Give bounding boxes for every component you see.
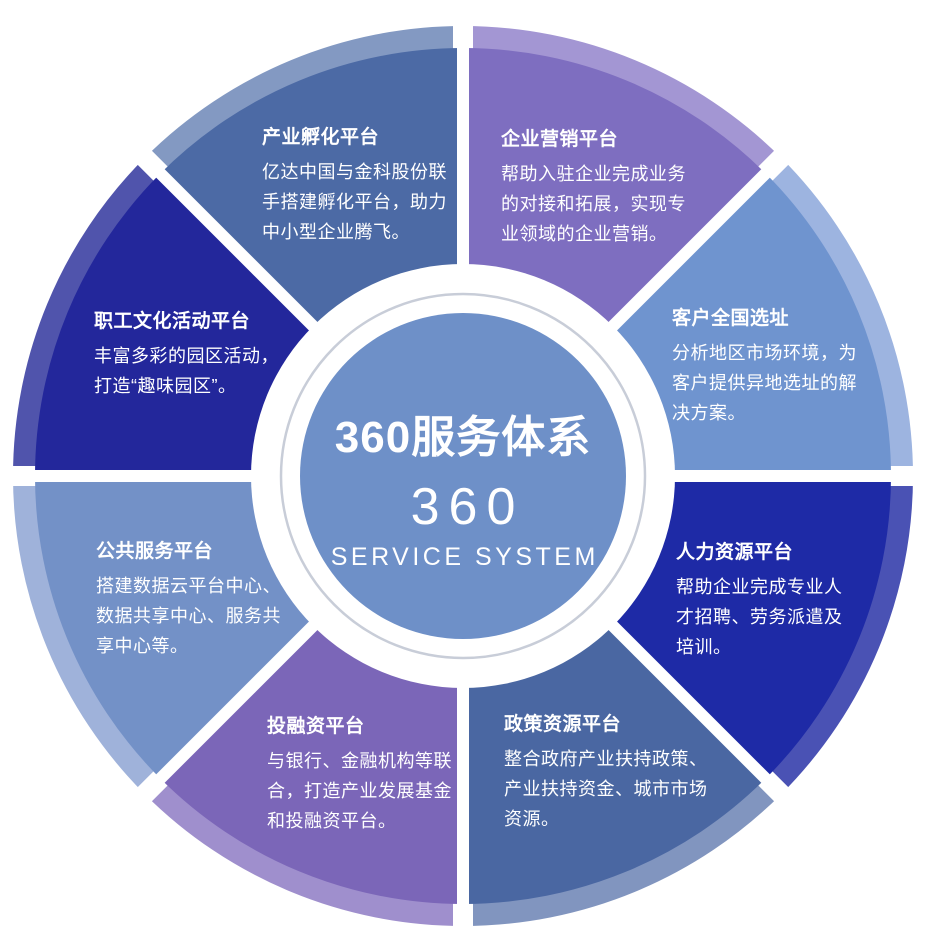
sector-description: 搭建数据云平台中心、 数据共享中心、服务共 享中心等。: [96, 576, 281, 656]
sector-staff-culture-label: 职工文化活动平台 丰富多彩的园区活动， 打造“趣味园区”。: [94, 306, 279, 401]
sector-staff-culture-wedge: [35, 173, 318, 476]
center-title: 360服务体系: [334, 413, 592, 462]
sector-description: 帮助企业完成专业人 才招聘、劳务派遣及 培训。: [676, 577, 843, 657]
sector-divider-lines: [0, 6, 929, 943]
center-disc: [300, 313, 626, 639]
sector-national-site-selection-label: 客户全国选址 分析地区市场环境，为 客户提供异地选址的解 决方案。: [672, 303, 857, 428]
sector-title: 政策资源平台: [504, 714, 622, 735]
sector-description: 整合政府产业扶持政策、 产业扶持资金、城市市场 资源。: [504, 749, 708, 829]
sector-description: 分析地区市场环境，为 客户提供异地选址的解 决方案。: [672, 343, 857, 423]
sector-industry-incubation-label: 产业孵化平台 亿达中国与金科股份联 手搭建孵化平台，助力 中小型企业腾飞。: [262, 122, 447, 247]
sector-investment-financing-label: 投融资平台 与银行、金融机构等联 合，打造产业发展基金 和投融资平台。: [267, 711, 452, 836]
sector-description: 丰富多彩的园区活动， 打造“趣味园区”。: [94, 346, 279, 396]
sector-human-resources-wedge: [608, 476, 891, 779]
sector-public-services-wedge: [35, 476, 318, 779]
center-hub-label: 360服务体系 360 SERVICE SYSTEM: [327, 401, 599, 572]
sector-title: 公共服务平台: [96, 541, 214, 562]
sector-description: 与银行、金融机构等联 合，打造产业发展基金 和投融资平台。: [267, 751, 452, 831]
sector-title: 人力资源平台: [676, 542, 794, 563]
sector-investment-financing-wedge: [160, 621, 463, 904]
sector-title: 投融资平台: [267, 716, 365, 737]
sector-description: 帮助入驻企业完成业务 的对接和拓展，实现专 业领域的企业营销。: [501, 164, 686, 244]
sector-title: 企业营销平台: [501, 129, 619, 150]
sector-enterprise-marketing-label: 企业营销平台 帮助入驻企业完成业务 的对接和拓展，实现专 业领域的企业营销。: [501, 124, 686, 249]
sector-human-resources-label: 人力资源平台 帮助企业完成专业人 才招聘、劳务派遣及 培训。: [676, 537, 843, 662]
sector-main-wedges: [35, 48, 891, 904]
sector-national-site-selection-wedge: [608, 173, 891, 476]
sector-description: 亿达中国与金科股份联 手搭建孵化平台，助力 中小型企业腾飞。: [262, 162, 447, 242]
center-subtitle: SERVICE SYSTEM: [330, 543, 599, 571]
center-number: 360: [410, 478, 525, 536]
sector-title: 产业孵化平台: [262, 127, 380, 148]
center-outline-ring: [279, 292, 647, 660]
sector-industry-incubation-wedge: [160, 48, 463, 331]
sector-title: 客户全国选址: [672, 308, 790, 329]
sector-policy-resources-wedge: [463, 621, 766, 904]
sector-policy-resources-label: 政策资源平台 整合政府产业扶持政策、 产业扶持资金、城市市场 资源。: [504, 709, 708, 834]
sector-title: 职工文化活动平台: [94, 311, 251, 332]
sector-enterprise-marketing-wedge: [463, 48, 766, 331]
sector-public-services-label: 公共服务平台 搭建数据云平台中心、 数据共享中心、服务共 享中心等。: [96, 536, 281, 661]
